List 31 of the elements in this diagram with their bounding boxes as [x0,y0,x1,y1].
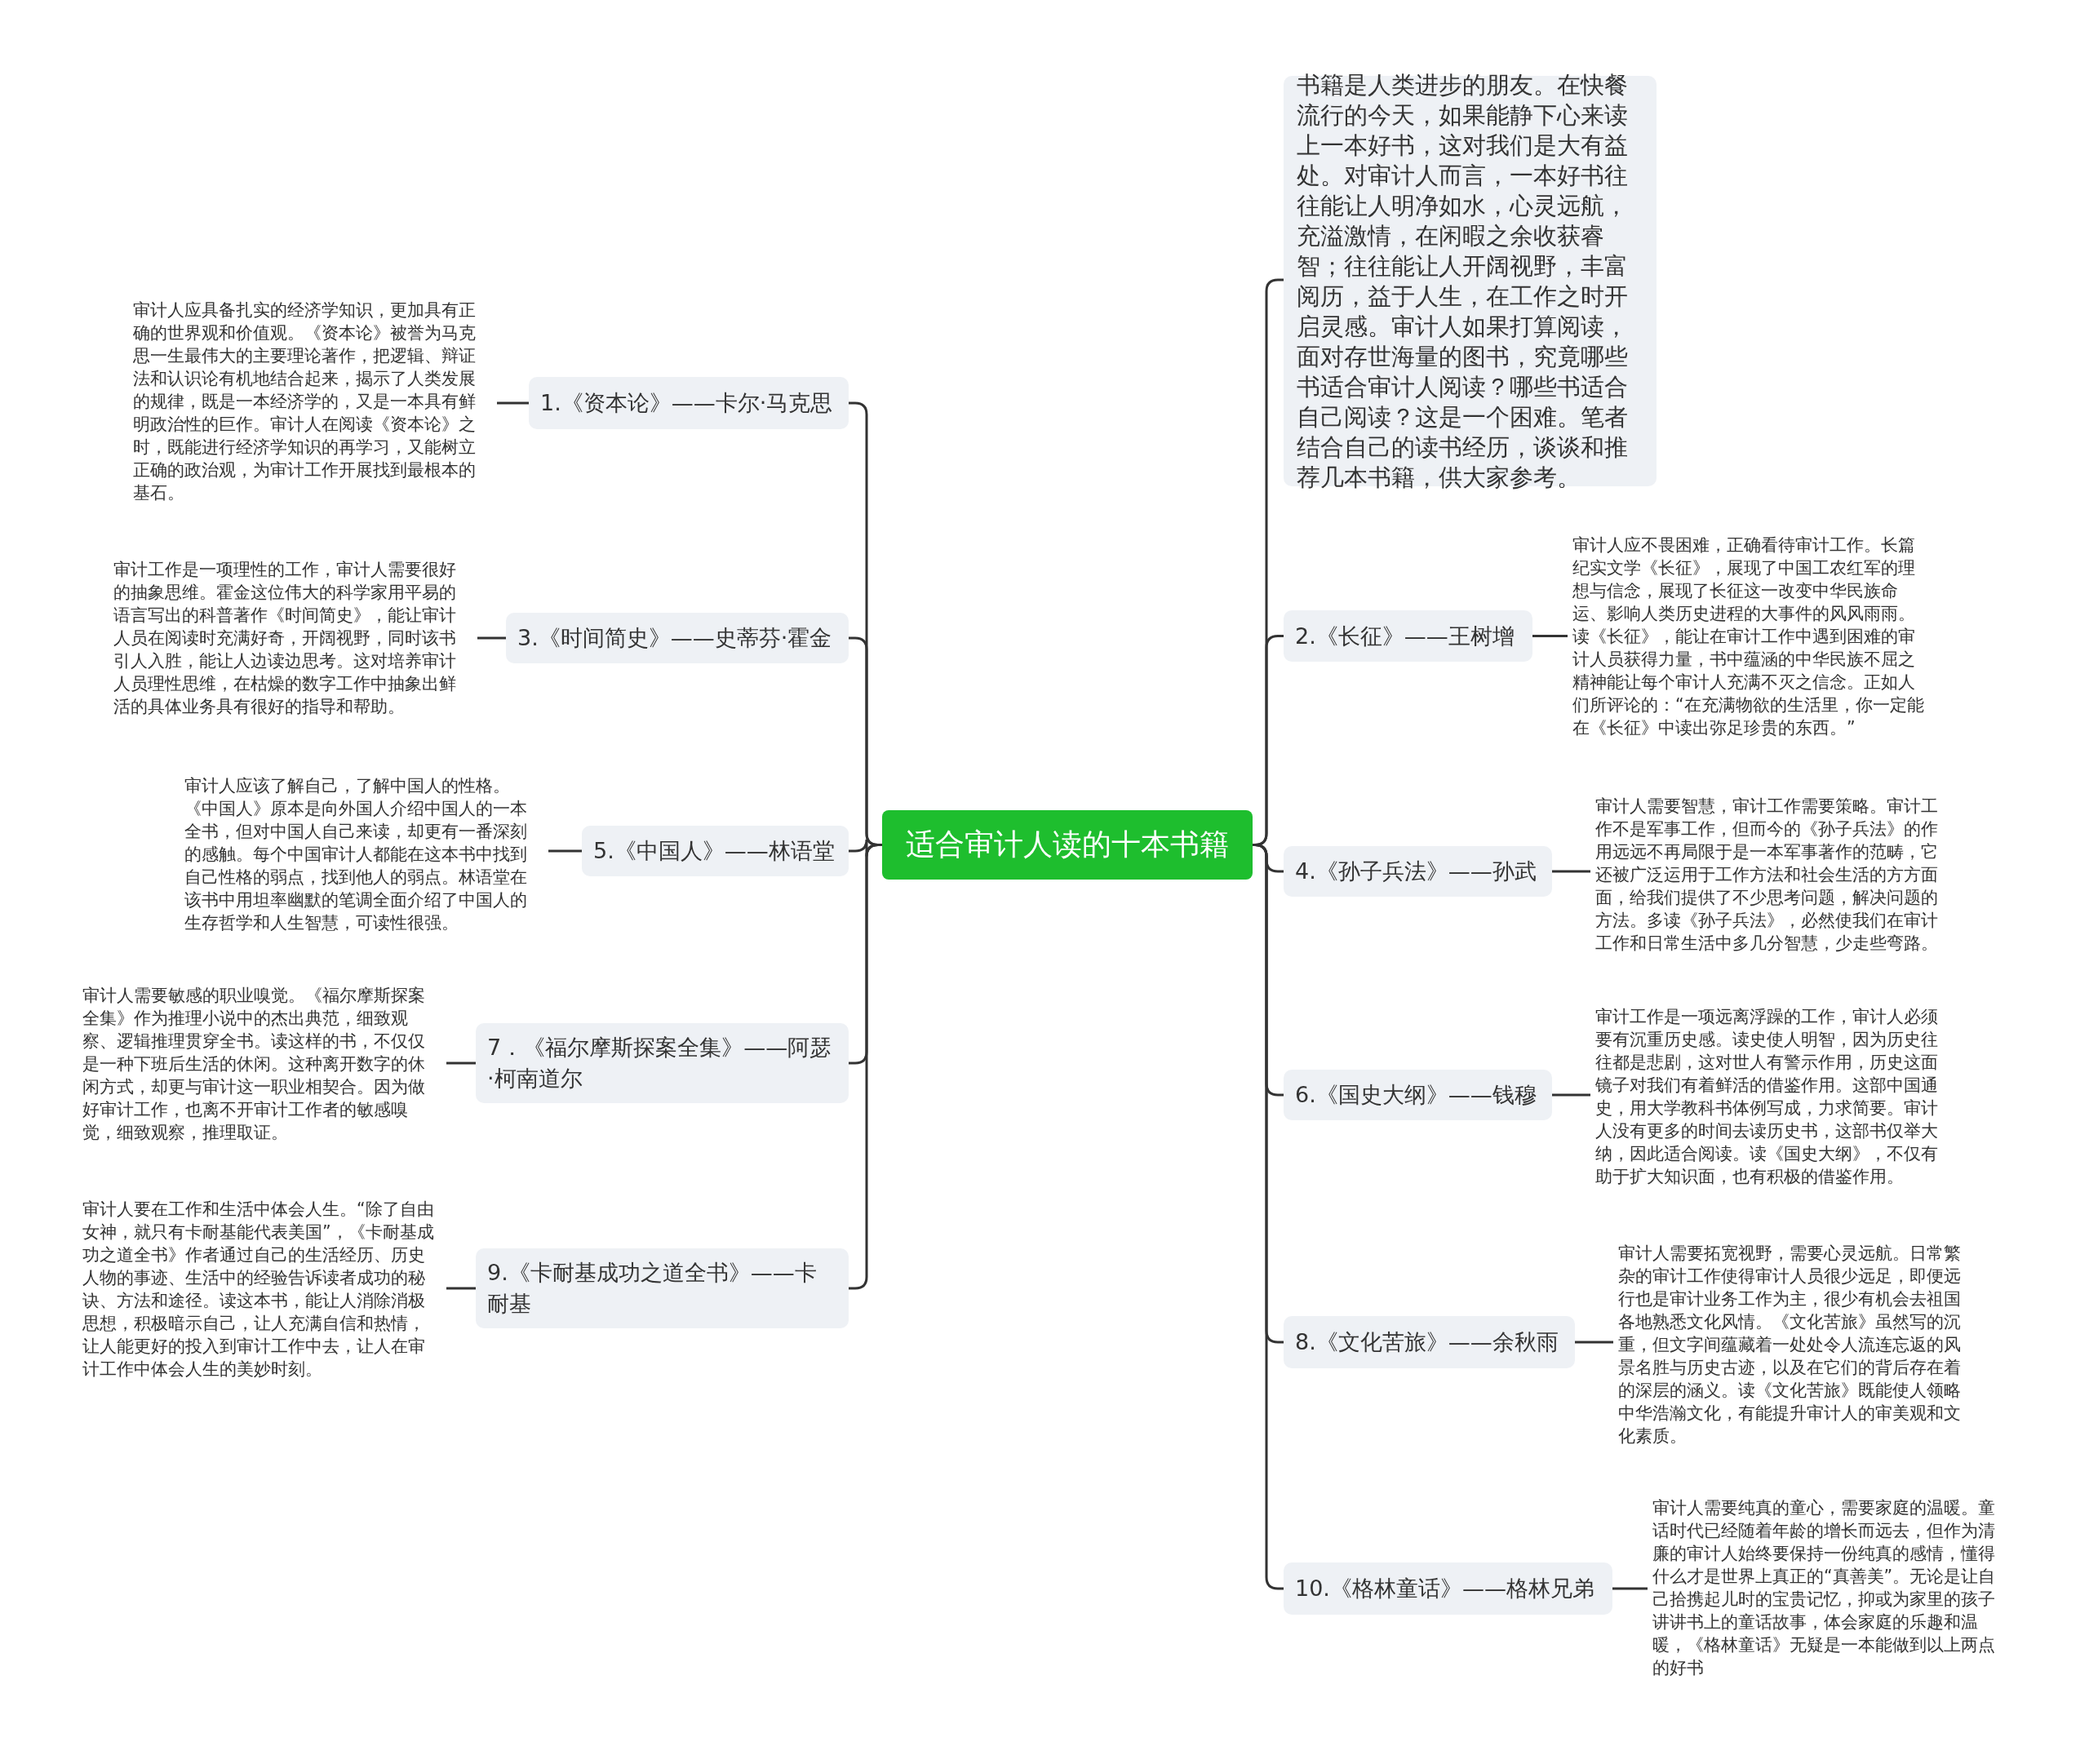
description-text: 审计人需要拓宽视野，需要心灵远航。日常繁杂的审计工作使得审计人员很少远足，即便远行也是审计业务工作为主，很少有机会去祖国各地熟悉文化风情。《文化苦旅》虽然写的沉重，但文字间蕴藏着一处处令人流连忘返的风景名胜与历史古迹，以及在它们的背后存在着的深层的涵义。读《文化苦旅》既能使人领略中华浩瀚文化，有能提升审计人的审美观和文化素质。 [1618,1243,1962,1447]
book-title-box: 9.《卡耐基成功之道全书》——卡耐基 [476,1248,849,1328]
description-text: 审计人需要纯真的童心，需要家庭的温暖。童话时代已经随着年龄的增长而远去，但作为清廉的审计人始终要保持一份纯真的感情，懂得什么才是世界上真正的“真善美”。无论是让自己拾携起儿时的宝贵记忆，抑或为家里的孩子讲讲书上的童话故事，体会家庭的乐趣和温暖，《格林童话》无疑是一本能做到以上两点的好书 [1652,1497,1997,1679]
connector-line [1612,1587,1648,1590]
description-text: 审计人要在工作和生活中体会人生。“除了自由女神，就只有卡耐基能代表美国”，《卡耐基成功之道全书》作者通过自己的生活经历、历史人物的事迹、生活中的经验告诉读者成功的秘诀、方法和途径。读这本书，能让人消除消极思想，积极暗示自己，让人充满自信和热情，让人能更好的投入到审计工作中去，让人在审计工作中体会人生的美妙时刻。 [82,1199,435,1381]
description-text: 审计人应该了解自己，了解中国人的性格。《中国人》原本是向外国人介绍中国人的一本全书，但对中国人自己来读，却更有一番深刻的感触。每个中国审计人都能在这本书中找到自己性格的弱点，找到他人的弱点。林语堂在该书中用坦率幽默的笔调全面介绍了中国人的生存哲学和人生智慧，可读性很强。 [184,775,528,934]
book-title-box: 4.《孙子兵法》——孙武 [1284,846,1552,897]
connector-line [1552,1093,1590,1097]
description-text: 审计人需要敏感的职业嗅觉。《福尔摩斯探案全集》作为推理小说中的杰出典范，细致观察、逻辑推理贯穿全书。读这样的书，不仅仅是一种下班后生活的休闲。这种离开数字的休闲方式，却更与审计这一职业相契合。因为做好审计工作，也离不开审计工作者的敏感嗅觉，细致观察，推理取证。 [82,985,426,1144]
description-text: 审计工作是一项远离浮躁的工作，审计人必须要有沉重历史感。读史使人明智，因为历史往往都是悲剧，这对世人有警示作用，历史这面镜子对我们有着鲜活的借鉴作用。这部中国通史，用大学教科书体例写成，力求简要。审计人没有更多的时间去读历史书，这部书仅举大纳，因此适合阅读。读《国史大纲》，不仅有助于扩大知识面，也有积极的借鉴作用。 [1595,1006,1939,1188]
book-title-box: 2.《长征》——王树增 [1284,610,1532,662]
connector-line [446,1287,476,1290]
book-title-box: 8.《文化苦旅》——余秋雨 [1284,1316,1575,1368]
description-text: 审计人应具备扎实的经济学知识，更加具有正确的世界观和价值观。《资本论》被誉为马克思一生最伟大的主要理论著作，把逻辑、辩证法和认识论有机地结合起来，揭示了人类发展的规律，既是一本经济学的，又是一本具有鲜明政治性的巨作。审计人在阅读《资本论》之时，既能进行经济学知识的再学习，又能树立正确的政治观，为审计工作开展找到最根本的基石。 [133,299,477,504]
connector-line [1575,1341,1613,1344]
description-text: 审计人需要智慧，审计工作需要策略。审计工作不是军事工作，但而今的《孙子兵法》的作用远远不再局限于是一本军事著作的范畴，它还被广泛运用于工作方法和社会生活的方方面面，给我们提供了不少思考问题，解决问题的方法。多读《孙子兵法》，必然使我们在审计工作和日常生活中多几分智慧，少走些弯路。 [1595,796,1939,955]
book-title-box: 10.《格林童话》——格林兄弟 [1284,1562,1612,1615]
description-text: 审计工作是一项理性的工作，审计人需要很好的抽象思维。霍金这位伟大的科学家用平易的语言写出的科普著作《时间简史》，能让审计人员在阅读时充满好奇，开阔视野，同时该书引人入胜，能让人边读边思考。这对培养审计人员理性思维，在枯燥的数字工作中抽象出鲜活的具体业务具有很好的指导和帮助。 [113,559,457,718]
book-title-box: 1.《资本论》——卡尔·马克思 [529,377,849,429]
connector-line [1532,635,1568,637]
connector-line [477,636,506,640]
connector-line [548,849,582,853]
connector-line [446,1062,476,1065]
book-title-box: 5.《中国人》——林语堂 [582,826,849,876]
connector-line [497,401,529,405]
description-text: 审计人应不畏困难，正确看待审计工作。长篇纪实文学《长征》，展现了中国工农红军的理想与信念，展现了长征这一改变中华民族命运、影响人类历史进程的大事件的风风雨雨。读《长征》，能让在审计工作中遇到困难的审计人员获得力量，书中蕴涵的中华民族不屈之精神能让每个审计人充满不灭之信念。正如人们所评论的：“在充满物欲的生活里，你一定能在《长征》中读出弥足珍贵的东西。” [1572,534,1925,739]
central-topic-box: 适合审计人读的十本书籍 [882,810,1253,880]
book-title-box: 7．《福尔摩斯探案全集》——阿瑟·柯南道尔 [476,1023,849,1103]
book-title-box: 6.《国史大纲》——钱穆 [1284,1070,1552,1120]
book-title-box: 3.《时间简史》——史蒂芬·霍金 [506,613,849,663]
connector-line [1552,870,1590,873]
